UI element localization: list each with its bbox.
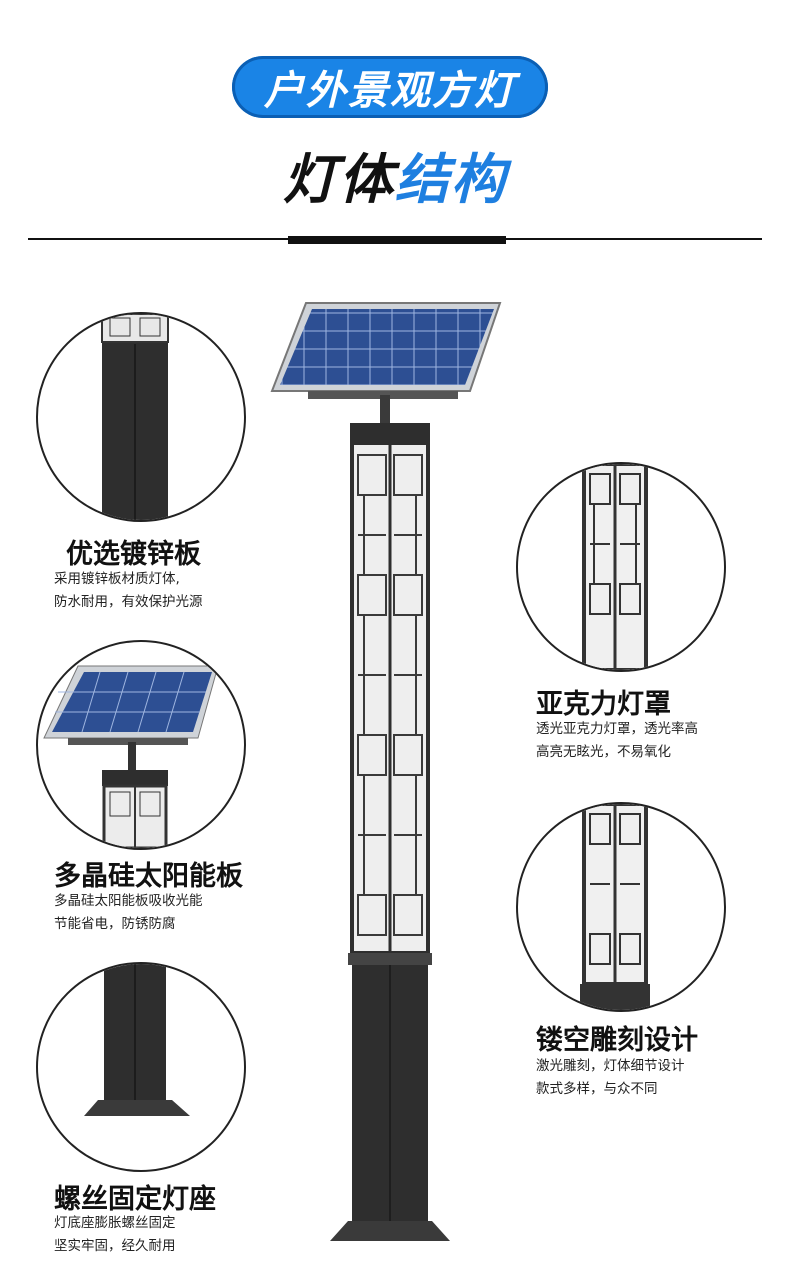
feature-desc-carving-1: 激光雕刻，灯体细节设计 xyxy=(536,1058,685,1074)
feature-title-base: 螺丝固定灯座 xyxy=(54,1184,216,1215)
divider-accent xyxy=(288,236,506,244)
feature-desc-carving-2: 款式多样，与众不同 xyxy=(536,1081,658,1097)
feature-circle-galvanized xyxy=(36,312,246,522)
feature-circle-carving xyxy=(516,802,726,1012)
feature-desc-galvanized-2: 防水耐用，有效保护光源 xyxy=(54,594,203,610)
feature-desc-galvanized-1: 采用镀锌板材质灯体, xyxy=(54,571,180,587)
feature-circle-acrylic xyxy=(516,462,726,672)
section-title: 灯体结构 xyxy=(0,135,790,214)
section-title-part1: 灯体 xyxy=(283,148,395,211)
product-badge-text: 户外景观方灯 xyxy=(264,68,516,114)
product-badge: 户外景观方灯 xyxy=(232,56,548,118)
lamp-illustration xyxy=(270,302,502,1241)
feature-title-carving: 镂空雕刻设计 xyxy=(536,1025,698,1056)
feature-title-solar: 多晶硅太阳能板 xyxy=(54,861,243,892)
feature-desc-acrylic-2: 高亮无眩光，不易氧化 xyxy=(536,744,671,760)
section-title-part2: 结构 xyxy=(395,148,507,211)
feature-desc-acrylic-1: 透光亚克力灯罩，透光率高 xyxy=(536,721,698,737)
feature-desc-solar-2: 节能省电，防锈防腐 xyxy=(54,916,176,932)
feature-title-acrylic: 亚克力灯罩 xyxy=(536,689,671,720)
feature-title-galvanized: 优选镀锌板 xyxy=(66,539,201,570)
feature-desc-solar-1: 多晶硅太阳能板吸收光能 xyxy=(54,893,203,909)
feature-circle-base xyxy=(36,962,246,1172)
feature-desc-base-2: 坚实牢固，经久耐用 xyxy=(54,1238,176,1254)
feature-desc-base-1: 灯底座膨胀螺丝固定 xyxy=(54,1215,176,1231)
feature-circle-solar xyxy=(36,640,246,850)
